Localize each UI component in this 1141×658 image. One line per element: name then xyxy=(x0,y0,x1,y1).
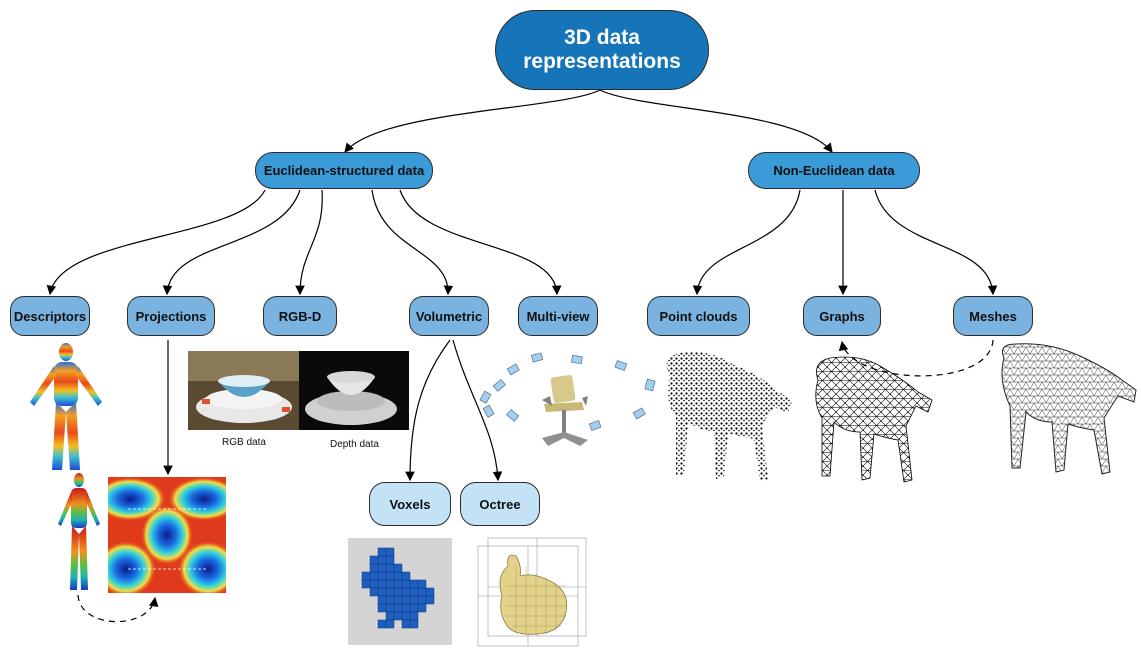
projections-label: Projections xyxy=(135,308,207,324)
meshes-label: Meshes xyxy=(969,308,1017,324)
octree-bunny-image xyxy=(477,537,587,647)
rgb-image xyxy=(188,351,299,430)
edge-euclidean-multiview xyxy=(399,189,562,296)
descriptors-node: Descriptors xyxy=(10,296,90,336)
volumetric-label: Volumetric xyxy=(415,308,483,324)
point-clouds-node: Point clouds xyxy=(647,296,750,336)
graphs-node: Graphs xyxy=(803,296,881,336)
graphs-label: Graphs xyxy=(819,308,865,324)
edge-noneuclidean-meshes xyxy=(874,189,998,296)
edge-euclidean-rgbd xyxy=(295,189,323,296)
projection-human-image xyxy=(58,473,100,590)
non-euclidean-label: Non-Euclidean data xyxy=(773,163,895,178)
euclidean-label: Euclidean-structured data xyxy=(263,163,425,178)
root-label: 3D data representations xyxy=(523,26,681,73)
point-cloud-horse-image xyxy=(666,352,792,481)
edge-volumetric-voxels xyxy=(405,339,451,482)
octree-node: Octree xyxy=(460,482,540,526)
non-euclidean-node: Non-Euclidean data xyxy=(748,152,920,189)
descriptors-label: Descriptors xyxy=(13,308,87,324)
depth-caption: Depth data xyxy=(330,439,379,450)
edge-volumetric-octree xyxy=(452,339,503,482)
edge-root-noneuclidean xyxy=(599,89,833,153)
voxels-node: Voxels xyxy=(369,482,451,526)
root-node: 3D data representations xyxy=(495,10,709,90)
projection-heatmap-image xyxy=(108,477,226,593)
dashed-human-heatmap xyxy=(77,594,159,623)
voxels-label: Voxels xyxy=(389,496,431,512)
edge-root-euclidean xyxy=(344,89,601,153)
edge-euclidean-descriptors xyxy=(46,189,266,296)
depth-image xyxy=(299,351,409,430)
rgbd-node: RGB-D xyxy=(263,296,337,336)
edge-euclidean-volumetric xyxy=(371,189,454,296)
multiview-chair-image xyxy=(479,352,656,446)
point-clouds-label: Point clouds xyxy=(659,308,738,324)
octree-label: Octree xyxy=(479,496,521,512)
euclidean-node: Euclidean-structured data xyxy=(255,152,433,189)
mesh-horse-image xyxy=(1001,343,1137,475)
rgb-caption: RGB data xyxy=(222,437,266,448)
edge-noneuclidean-pointclouds xyxy=(692,189,801,296)
descriptor-human-image xyxy=(30,343,102,470)
volumetric-node: Volumetric xyxy=(409,296,489,336)
graph-horse-image xyxy=(815,356,933,483)
rgbd-label: RGB-D xyxy=(278,308,322,324)
multiview-node: Multi-view xyxy=(518,296,598,336)
meshes-node: Meshes xyxy=(953,296,1033,336)
projections-node: Projections xyxy=(127,296,215,336)
multiview-label: Multi-view xyxy=(526,308,590,324)
voxel-bunny-image xyxy=(348,538,452,645)
edge-euclidean-projections xyxy=(162,189,301,296)
dashed-meshes-graphs xyxy=(838,339,994,377)
